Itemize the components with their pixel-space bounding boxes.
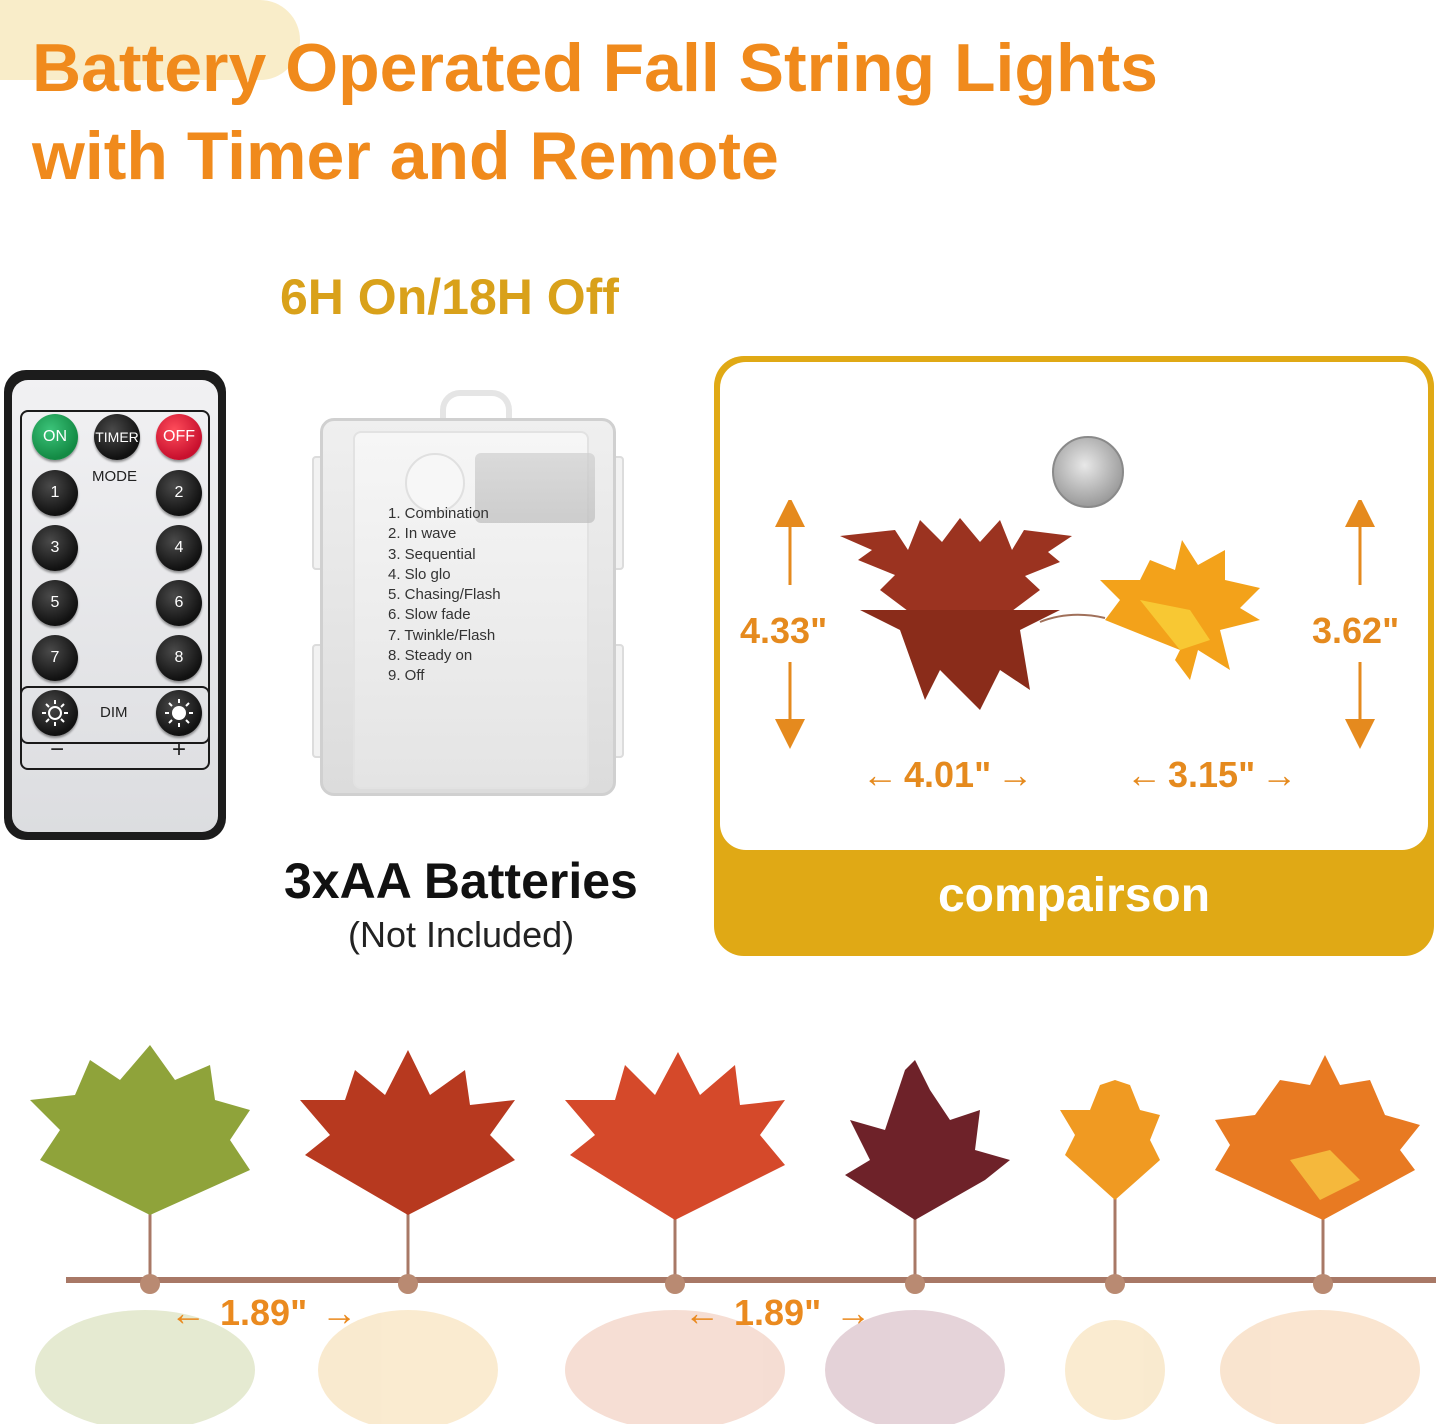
off-button[interactable]: OFF (156, 414, 202, 460)
mode-item: 2. In wave (388, 525, 457, 543)
page-title: Battery Operated Fall String Lights with… (32, 24, 1332, 200)
remote-button-panel (20, 410, 210, 744)
mode-button-7[interactable]: 7 (32, 635, 78, 681)
small-leaf-width: ← 3.15" → (1126, 754, 1297, 796)
arrow-left-icon: ← (862, 754, 898, 795)
battery-note: (Not Included) (348, 914, 575, 955)
dim-down-button[interactable] (32, 690, 78, 736)
button-label: 3 (50, 539, 60, 556)
off-button-label: OFF (163, 428, 195, 445)
remote-dim-panel (20, 686, 210, 770)
dim-label: DIM (100, 704, 128, 721)
leaf-stems (148, 1190, 1325, 1280)
remote-control: ON TIMER OFF MODE 1 2 3 4 5 6 7 8 DIM − … (4, 370, 226, 840)
button-label: 6 (174, 594, 184, 611)
large-leaf-icon (840, 518, 1072, 650)
mode-button-5[interactable]: 5 (32, 580, 78, 626)
leaf-reflections (35, 1310, 1420, 1424)
title-line-1: Battery Operated Fall String Lights (32, 30, 1158, 106)
red-leaf-icon (300, 1050, 515, 1215)
arrow-right-icon: → (1261, 754, 1298, 795)
leaf-string-illustration (30, 1045, 1436, 1424)
mode-item: 7. Twinkle/Flash (388, 626, 496, 644)
yellow-orange-leaf-icon (1060, 1080, 1160, 1200)
mode-button-8[interactable]: 8 (156, 635, 202, 681)
comparison-label: compairson (937, 869, 1211, 922)
bulb-spacing-1: ← 1.89" → (170, 1292, 357, 1334)
button-label: 2 (174, 484, 184, 501)
mode-label: MODE (92, 468, 137, 485)
burgundy-leaf-icon (845, 1060, 1010, 1220)
button-label: 4 (174, 539, 184, 556)
orange-leaf-highlight (1290, 1150, 1360, 1200)
mode-button-3[interactable]: 3 (32, 525, 78, 571)
mode-button-2[interactable]: 2 (156, 470, 202, 516)
minus-label: − (50, 736, 65, 763)
comparison-diagram (775, 500, 1375, 749)
large-leaf-width: ← 4.01" → (862, 754, 1033, 796)
arrow-left-icon: ← (684, 1292, 720, 1333)
small-leaf-width-value: 3.15" (1168, 754, 1256, 795)
arrow-right-icon: → (835, 1292, 872, 1333)
bulbs (140, 1274, 1333, 1294)
spacing-value: 1.89" (220, 1292, 308, 1333)
timer-caption: 6H On/18H Off (280, 269, 619, 325)
mode-item: 1. Combination (388, 505, 489, 522)
timer-button-label: TIMER (95, 429, 139, 445)
quarter-coin-icon (1052, 436, 1124, 508)
battery-caption: 3xAA Batteries (284, 853, 638, 909)
small-leaf-highlight (1140, 600, 1210, 650)
battery-mode-button[interactable] (405, 453, 465, 513)
on-button[interactable]: ON (32, 414, 78, 460)
large-leaf-width-value: 4.01" (904, 754, 992, 795)
remote-face: ON TIMER OFF MODE 1 2 3 4 5 6 7 8 DIM − … (12, 380, 218, 832)
battery-box-circuit (475, 453, 595, 523)
arrow-left-icon: ← (170, 1292, 206, 1333)
mode-item: 3. Sequential (388, 545, 476, 563)
timer-button[interactable]: TIMER (94, 414, 140, 460)
green-leaf-icon (30, 1045, 250, 1215)
battery-box-hook (440, 390, 512, 436)
spacing-value: 1.89" (734, 1292, 822, 1333)
button-label: 1 (50, 484, 60, 501)
arrow-left-icon: ← (1126, 754, 1162, 795)
mode-list: 1. Combination 2. In wave 3. Sequential … (388, 504, 501, 687)
title-line-2: with Timer and Remote (32, 118, 779, 194)
brightness-low-icon (42, 700, 68, 726)
large-leaf-height: 4.33" (740, 610, 828, 651)
dim-up-button[interactable] (156, 690, 202, 736)
mode-item: 8. Steady on (388, 647, 473, 665)
mode-item: 9. Off (388, 667, 425, 685)
large-leaf-lower-icon (860, 610, 1060, 710)
mode-item: 4. Slo glo (388, 565, 451, 583)
bulb-spacing-2: ← 1.89" → (684, 1292, 871, 1334)
title-highlight (0, 0, 300, 80)
plus-label: + (172, 736, 187, 763)
mode-item: 6. Slow fade (388, 606, 471, 624)
small-leaf-height: 3.62" (1312, 610, 1400, 651)
battery-box (320, 418, 616, 796)
wire-segment (1039, 613, 1106, 623)
button-label: 8 (174, 649, 184, 666)
brightness-high-icon (165, 699, 193, 727)
orange-red-leaf-icon (565, 1052, 785, 1220)
mode-button-6[interactable]: 6 (156, 580, 202, 626)
orange-leaf-icon (1215, 1055, 1420, 1220)
battery-box-cover (353, 431, 595, 789)
mode-button-4[interactable]: 4 (156, 525, 202, 571)
arrow-right-icon: → (321, 1292, 358, 1333)
arrow-right-icon: → (997, 754, 1034, 795)
on-button-label: ON (43, 428, 67, 445)
button-label: 5 (50, 594, 60, 611)
mode-item: 5. Chasing/Flash (388, 586, 501, 604)
button-label: 7 (50, 649, 60, 666)
mode-button-1[interactable]: 1 (32, 470, 78, 516)
